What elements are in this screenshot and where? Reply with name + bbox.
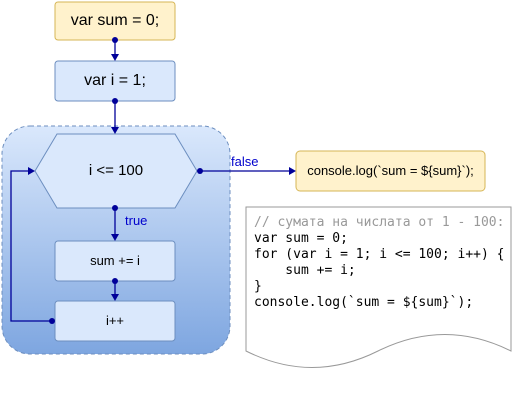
arrowhead	[111, 54, 119, 61]
code-comment-line: // сумата на числата от 1 - 100:	[254, 215, 505, 230]
arrowhead	[28, 167, 35, 175]
condition-label: i <= 100	[88, 162, 144, 179]
init-i-label: var i = 1;	[84, 72, 146, 89]
true-edge-label: true	[125, 213, 148, 228]
code-line: console.log(`sum = ${sum}`);	[254, 295, 474, 310]
code-snippet: // сумата на числата от 1 - 100: var sum…	[254, 215, 504, 311]
code-line: sum += i;	[254, 263, 356, 278]
arrowhead	[289, 167, 296, 175]
code-line: for (var i = 1; i <= 100; i++) {	[254, 247, 505, 262]
body-label: sum += i	[90, 253, 140, 268]
false-edge-label: false	[231, 154, 259, 169]
code-note	[245, 206, 512, 368]
edge-loop-back	[10, 170, 52, 322]
arrowhead	[111, 127, 119, 134]
increment-label: i++	[105, 313, 125, 328]
arrowhead	[111, 294, 119, 301]
code-line: }	[254, 279, 262, 294]
init-sum-label: var sum = 0;	[70, 12, 160, 29]
output-label: console.log(`sum = ${sum}`);	[307, 163, 474, 178]
code-line: var sum = 0;	[254, 231, 348, 246]
arrowhead	[111, 234, 119, 241]
